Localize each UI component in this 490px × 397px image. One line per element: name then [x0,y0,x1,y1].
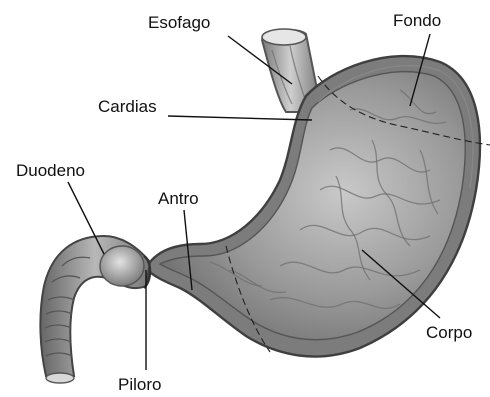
label-fondo: Fondo [393,11,441,30]
cardias-leader [168,116,312,120]
label-esofago: Esofago [148,13,210,32]
label-antro: Antro [158,189,199,208]
duodenal-bulb [100,246,144,286]
label-cardias: Cardias [98,97,157,116]
label-piloro: Piloro [118,375,161,394]
label-corpo: Corpo [426,323,472,342]
duodenum-shape [40,236,150,383]
label-duodeno: Duodeno [16,161,85,180]
